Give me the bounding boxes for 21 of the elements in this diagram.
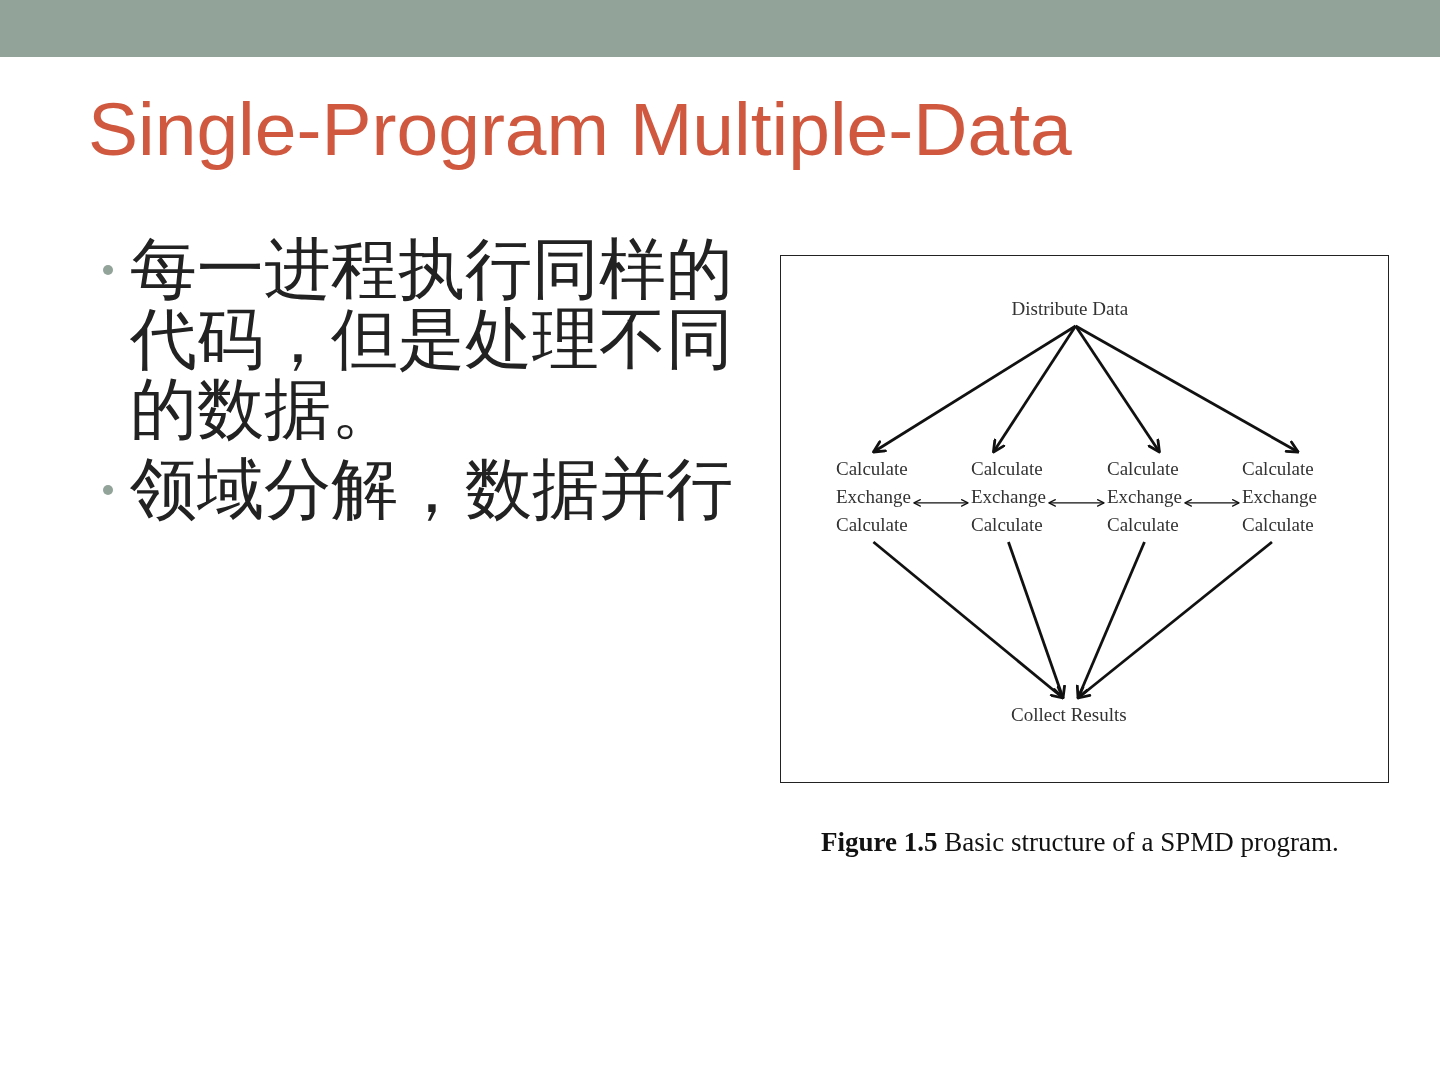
step-label: Calculate Exchange Calculate bbox=[1242, 455, 1317, 539]
step-label: Calculate Exchange Calculate bbox=[836, 455, 911, 539]
arrow bbox=[872, 540, 1065, 700]
slide-title: Single-Program Multiple-Data bbox=[88, 86, 1072, 173]
step-label: Distribute Data bbox=[1011, 295, 1129, 323]
double-arrow bbox=[1184, 499, 1240, 507]
step-label: Calculate Exchange Calculate bbox=[971, 455, 1046, 539]
arrow bbox=[1074, 324, 1300, 454]
step-label: Collect Results bbox=[1011, 701, 1127, 729]
arrow bbox=[1074, 325, 1161, 454]
arrow bbox=[1076, 540, 1273, 700]
arrow bbox=[1007, 541, 1066, 700]
arrow bbox=[872, 324, 1077, 454]
bullet-text: 领域分解，数据并行 bbox=[130, 454, 734, 524]
bullet-text: 每一进程执行同样的代码，但是处理不同的数据。 bbox=[130, 234, 734, 444]
arrow bbox=[992, 325, 1077, 454]
double-arrow bbox=[1048, 499, 1105, 507]
figure-caption: Figure 1.5 Basic structure of a SPMD program. bbox=[821, 826, 1339, 858]
double-arrow bbox=[913, 499, 969, 507]
step-label: Calculate Exchange Calculate bbox=[1107, 455, 1182, 539]
figure-frame bbox=[780, 255, 1389, 783]
